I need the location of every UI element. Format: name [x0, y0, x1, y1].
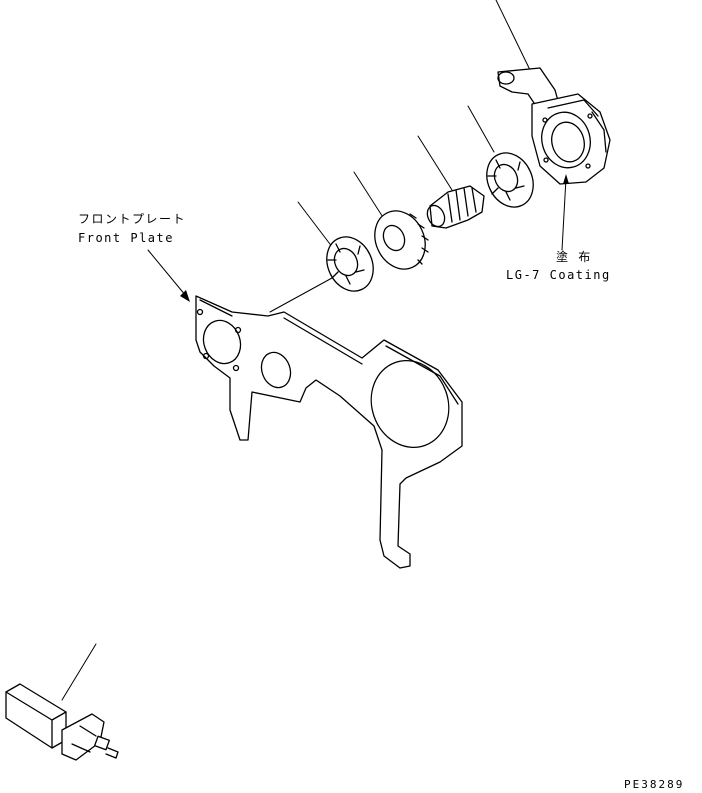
tool-handle-edges [5, 691, 67, 749]
front-plate-leader-line [147, 249, 187, 297]
housing-bolt-hole [585, 163, 591, 169]
coating-leader-line [561, 177, 567, 251]
bearing-right-rollers [487, 159, 525, 201]
front-plate-hole-middle [260, 351, 292, 389]
bearing-right [467, 105, 534, 208]
housing-bore-inner [551, 121, 585, 163]
front-plate-bolt-hole [234, 326, 242, 334]
housing-rim [547, 99, 599, 117]
front-plate-label-en: Front Plate [78, 231, 174, 245]
bearing-right-inner [493, 163, 519, 193]
bearing-left-inner [333, 247, 359, 277]
front-plate-leader [147, 249, 190, 302]
front-plate-hole-large [370, 360, 450, 448]
bearing-left [297, 201, 374, 292]
gear-outer [374, 210, 426, 270]
bearing-left-rollers [327, 243, 365, 285]
coating-leader [561, 174, 569, 251]
bearing-left-leader-line [297, 201, 337, 253]
shaft-splines [447, 187, 477, 223]
front-plate-right-edge [385, 345, 459, 405]
coating-label-en: LG-7 Coating [506, 268, 611, 282]
housing-bolt-hole [542, 117, 548, 123]
housing-bracket [495, 0, 611, 185]
housing-leader-line [495, 0, 531, 71]
coating-label-jp: 塗 布 [556, 250, 592, 264]
bearing-right-outer [486, 152, 534, 208]
front-plate-label-jp: フロントプレート [78, 212, 187, 226]
tool-leader-line [61, 643, 97, 701]
front-plate-hole-left [202, 319, 242, 365]
tool [5, 643, 119, 761]
front-plate-outline [195, 295, 463, 569]
housing-flange-edge [591, 111, 607, 153]
gear-hub [382, 224, 406, 252]
gear-teeth [409, 213, 429, 265]
tool-head-edges [71, 725, 97, 753]
front-plate-bolt-hole [196, 308, 204, 316]
housing-bolt-hole [543, 157, 549, 163]
gear [353, 171, 429, 270]
shaft-end [426, 204, 446, 228]
front-plate-bolt-hole [232, 364, 240, 372]
front-plate-left-edge [199, 299, 233, 317]
front-plate-bolt-hole [202, 352, 210, 360]
front-plate [195, 277, 463, 569]
plate-bearing-leader-line [269, 277, 333, 313]
tool-handle-front [5, 683, 67, 749]
housing-bore-outer [541, 111, 591, 169]
spline-shaft [417, 135, 485, 229]
housing-arm-hole [497, 71, 515, 85]
bearing-left-outer [326, 236, 374, 292]
tool-tip [105, 747, 119, 759]
housing-bolt-hole [587, 113, 593, 119]
front-plate-top-edge [283, 317, 363, 365]
coating-arrowhead [563, 174, 569, 184]
housing-body [531, 93, 611, 185]
shaft-leader-line [417, 135, 453, 191]
bearing-right-leader-line [467, 105, 495, 153]
drawing-code: PE38289 [624, 778, 685, 791]
gear-leader-line [353, 171, 387, 223]
front-plate-arrowhead [180, 290, 190, 302]
tool-collar [94, 735, 110, 751]
